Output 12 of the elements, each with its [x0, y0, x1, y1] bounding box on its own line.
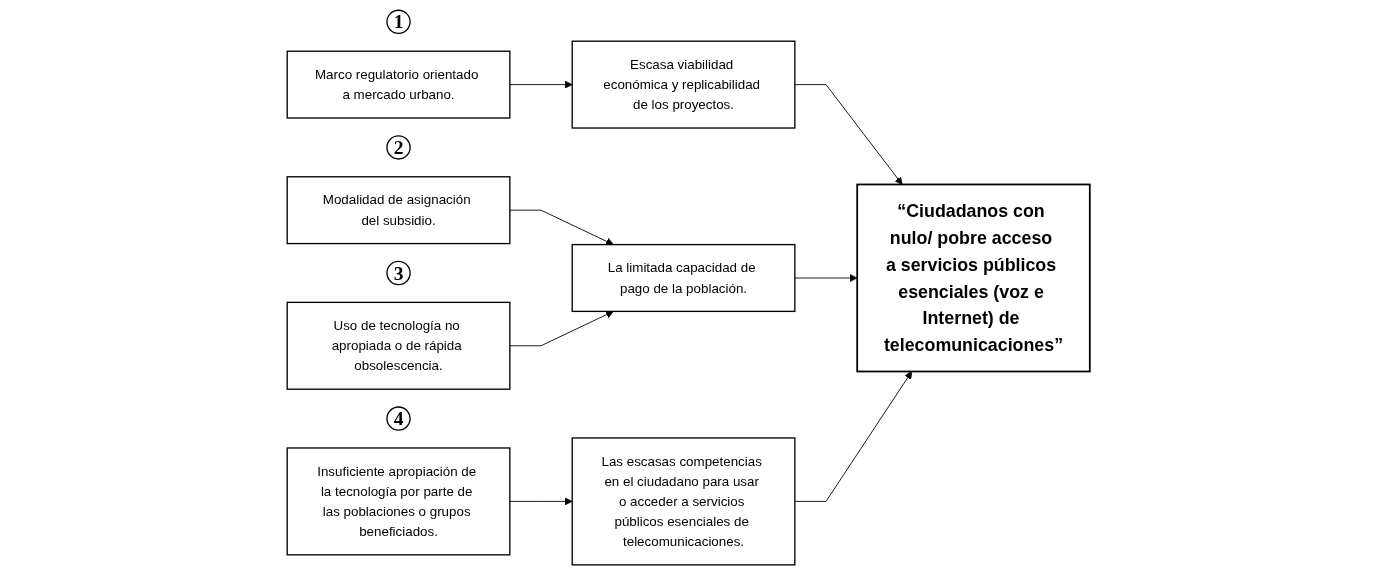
- node-circle: 1: [386, 9, 411, 35]
- node-circle: 4: [386, 406, 411, 431]
- node-box: La limitada capacidad de pago de la población.: [571, 243, 796, 313]
- node-box: Modalidad de asignación del subsidio.: [286, 176, 511, 245]
- node-box: “Ciudadanos con nulo/ pobre acceso a servicios públicos esenciales (voz e Internet) de telecomunicaciones”: [856, 183, 1091, 373]
- node-box: Escasa viabilidad económica y replicabilidad de los proyectos.: [571, 40, 796, 129]
- node-circle: 2: [386, 135, 411, 160]
- node-circle: 3: [386, 260, 411, 286]
- node-box: Uso de tecnología no apropiada o de rápida obsolescencia.: [286, 301, 511, 390]
- node-box: Insuficiente apropiación de la tecnología por parte de las poblaciones o grupos beneficiados.: [286, 447, 511, 556]
- node-box: Las escasas competencias en el ciudadano para usar o acceder a servicios públicos esenciales de telecomunicaciones.: [571, 437, 796, 566]
- node-box: Marco regulatorio orientado a mercado urbano.: [286, 50, 511, 119]
